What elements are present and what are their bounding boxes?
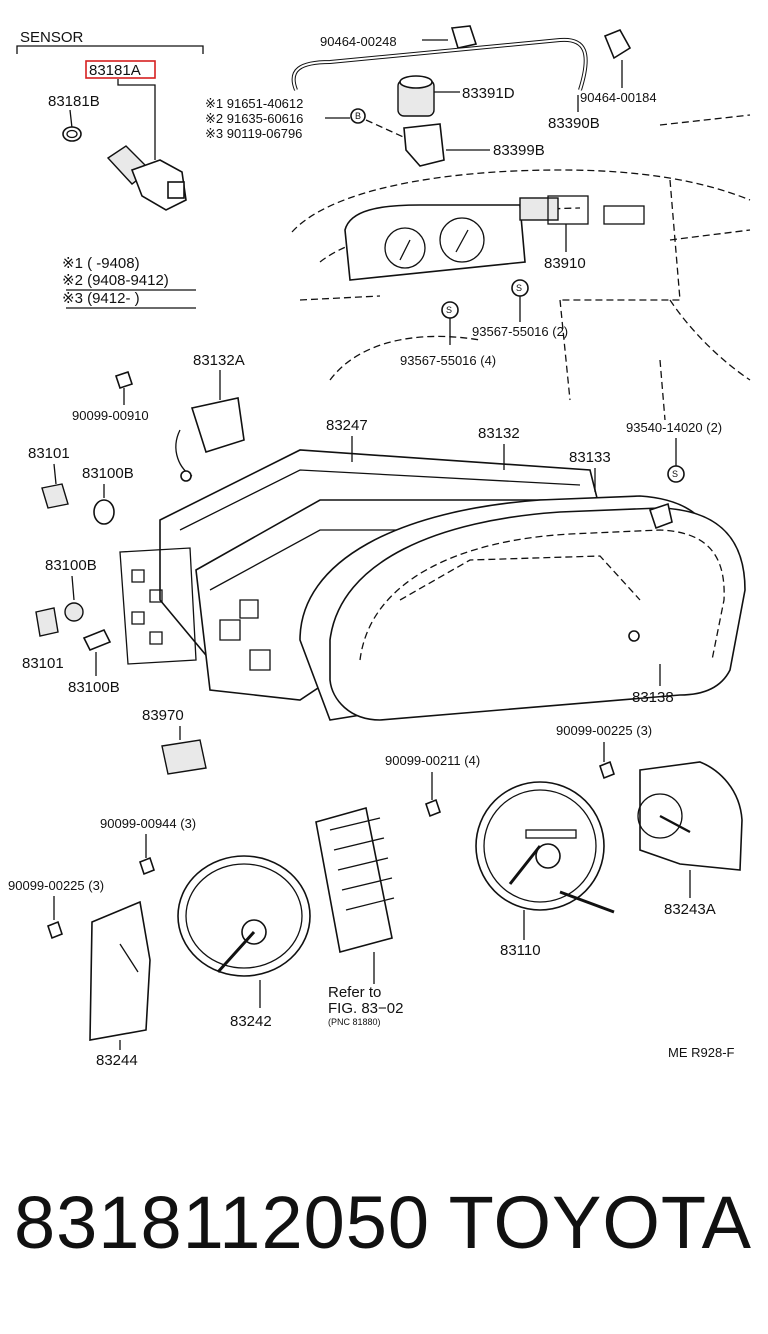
refer-line-1: Refer to xyxy=(328,984,381,1001)
dashboard-outline: 83910 S 93567-55016 (2) S 93567-55016 (4… xyxy=(291,114,751,421)
sensor-section: SENSOR 83181A 83181B ※1 ( -9408) ※2 (940… xyxy=(16,29,204,309)
clip-shape xyxy=(450,25,478,49)
callout-s-2: S xyxy=(446,305,452,315)
left-small-parts: 83132A 90099-00910 83101 83100B 83100B 8… xyxy=(22,352,245,696)
label-83110[interactable]: 83110 xyxy=(500,942,541,959)
label-83100B-b[interactable]: 83100B xyxy=(45,557,97,574)
label-83132[interactable]: 83132 xyxy=(478,425,520,442)
footer: 8318112050 TOYOTA xyxy=(0,1180,768,1290)
bracket-shape xyxy=(403,123,445,167)
label-83243A[interactable]: 83243A xyxy=(664,901,716,918)
parts-diagram: SENSOR 83181A 83181B ※1 ( -9408) ※2 (940… xyxy=(8,25,751,1069)
refer-line-2: FIG. 83−02 xyxy=(328,1000,403,1017)
label-83391D[interactable]: 83391D xyxy=(462,85,515,102)
label-83399B[interactable]: 83399B xyxy=(493,142,545,159)
note-2: ※2 91635-60616 xyxy=(205,111,303,126)
circuit-block-shape xyxy=(315,806,395,953)
label-93567-55016-4[interactable]: 93567-55016 (4) xyxy=(400,353,496,368)
brand-name: TOYOTA xyxy=(448,1181,752,1264)
label-90099-00944[interactable]: 90099-00944 (3) xyxy=(100,816,196,831)
label-90099-00910[interactable]: 90099-00910 xyxy=(72,408,149,423)
label-83247[interactable]: 83247 xyxy=(326,417,368,434)
note-1: ※1 91651-40612 xyxy=(205,96,303,111)
label-83970[interactable]: 83970 xyxy=(142,707,184,724)
label-83244[interactable]: 83244 xyxy=(96,1052,138,1069)
tachometer-shape xyxy=(177,855,311,977)
lower-components: 83970 90099-00225 (3) 90099-00211 (4) 83… xyxy=(8,707,743,1069)
callout-s-1: S xyxy=(516,283,522,293)
highlight-box xyxy=(85,60,156,79)
speed-sensor-shape xyxy=(106,145,187,211)
label-83132A[interactable]: 83132A xyxy=(193,352,245,369)
label-83101-a[interactable]: 83101 xyxy=(28,445,70,462)
label-90464-00184[interactable]: 90464-00184 xyxy=(580,90,657,105)
range-note-1: ※1 ( -9408) xyxy=(62,255,140,272)
section-title: SENSOR xyxy=(20,29,84,46)
label-93567-55016-2[interactable]: 93567-55016 (2) xyxy=(472,324,568,339)
label-83133[interactable]: 83133 xyxy=(569,449,611,466)
callout-b-marker xyxy=(350,108,366,124)
label-83910[interactable]: 83910 xyxy=(544,255,586,272)
range-note-2: ※2 (9408-9412) xyxy=(62,272,169,289)
speedometer-cable-group: 90464-00248 90464-00184 83391D 83390B ※1… xyxy=(205,25,657,167)
note-3: ※3 90119-06796 xyxy=(205,126,302,141)
label-83100B-c[interactable]: 83100B xyxy=(68,679,120,696)
label-83100B-a[interactable]: 83100B xyxy=(82,465,134,482)
label-90099-00225-a[interactable]: 90099-00225 (3) xyxy=(556,723,652,738)
label-83138[interactable]: 83138 xyxy=(632,689,674,706)
label-83101-b[interactable]: 83101 xyxy=(22,655,64,672)
cable-sensor-shape xyxy=(397,75,435,117)
label-83242[interactable]: 83242 xyxy=(230,1013,272,1030)
part-number: 8318112050 xyxy=(14,1181,431,1264)
highlighted-part-label[interactable]: 83181A xyxy=(89,62,141,79)
label-93540-14020[interactable]: 93540-14020 (2) xyxy=(626,420,722,435)
diagram-code: ME R928-F xyxy=(668,1045,735,1060)
label-83390B[interactable]: 83390B xyxy=(548,115,600,132)
label-83181B[interactable]: 83181B xyxy=(48,93,100,110)
label-90099-00211[interactable]: 90099-00211 (4) xyxy=(385,753,480,768)
clamp-shape xyxy=(603,28,632,60)
range-note-3: ※3 (9412- ) xyxy=(62,290,140,307)
callout-s-3: S xyxy=(672,469,678,479)
label-90464-00248[interactable]: 90464-00248 xyxy=(320,34,397,49)
label-90099-00225-b[interactable]: 90099-00225 (3) xyxy=(8,878,104,893)
callout-b: B xyxy=(355,111,361,121)
speedometer-shape xyxy=(475,781,615,914)
o-ring-shape xyxy=(62,126,82,142)
refer-line-3: (PNC 81880) xyxy=(328,1017,381,1027)
cluster-assembly: 83247 83132 83133 83138 93540-14020 (2) … xyxy=(119,417,746,721)
